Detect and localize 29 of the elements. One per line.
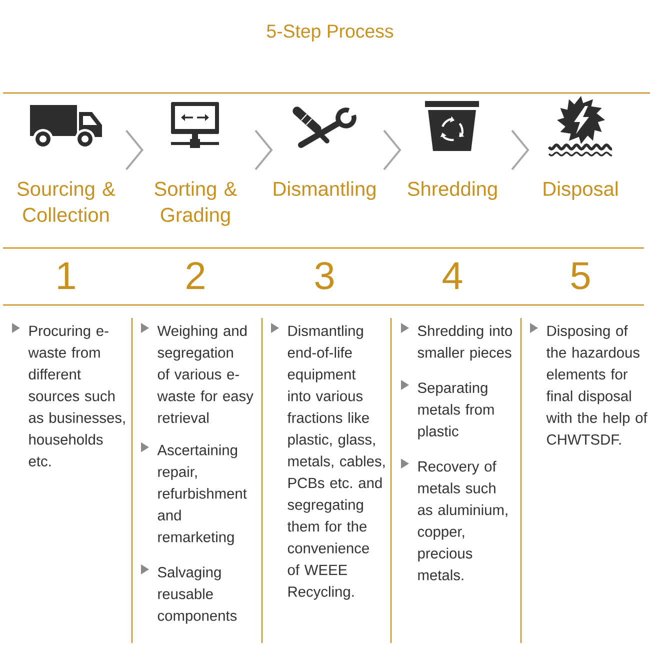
bullet-text: Salvaging reusable components — [158, 566, 237, 624]
bullet-text: Disposing of the hazardous elements for final disposal with the help of CHWTSDF. — [546, 325, 648, 445]
bin-icon — [425, 101, 479, 151]
step-title: Dismantling — [274, 181, 376, 200]
bullet-text: Weighing and segregation of various e-waste for easy retrieval — [157, 325, 254, 423]
chevron — [125, 130, 144, 170]
bullet-text: Procuring e-waste from different sources such as businesses, households etc. — [28, 325, 125, 466]
saw-blade-icon — [548, 96, 612, 156]
step-title: Disposal — [544, 181, 618, 200]
bullet-text: Dismantling end-of-life equipment into various fractions like plastic, glass, metals, cables, PCBs etc. and segregating them for the convenience of WEEE Recycling. — [287, 325, 385, 600]
step-title: Sorting & Grading — [154, 181, 237, 226]
step-number: 4 — [442, 262, 462, 289]
truck-icon — [30, 105, 102, 149]
chevron — [511, 130, 530, 170]
bullet-text: Shredding into smaller pieces — [418, 325, 512, 361]
chevron — [254, 130, 273, 170]
tools-icon — [292, 106, 356, 148]
step-number: 3 — [315, 262, 334, 290]
chevron — [383, 130, 402, 170]
step-number: 5 — [571, 262, 590, 290]
step-title: Sourcing & Collection — [17, 181, 116, 222]
bullet-text: Separating metals from plastic — [418, 382, 494, 440]
bullet-text: Ascertaining repair, refurbishment and remarketing — [157, 444, 247, 546]
step-number: 2 — [186, 262, 204, 289]
title: 5-Step Process — [266, 24, 394, 42]
bullet-text: Recovery of metals such as aluminium, copper, precious metals. — [418, 460, 508, 580]
step-title: Shredding — [408, 181, 497, 200]
step-number: 1 — [58, 262, 75, 289]
monitor-icon — [171, 102, 219, 148]
